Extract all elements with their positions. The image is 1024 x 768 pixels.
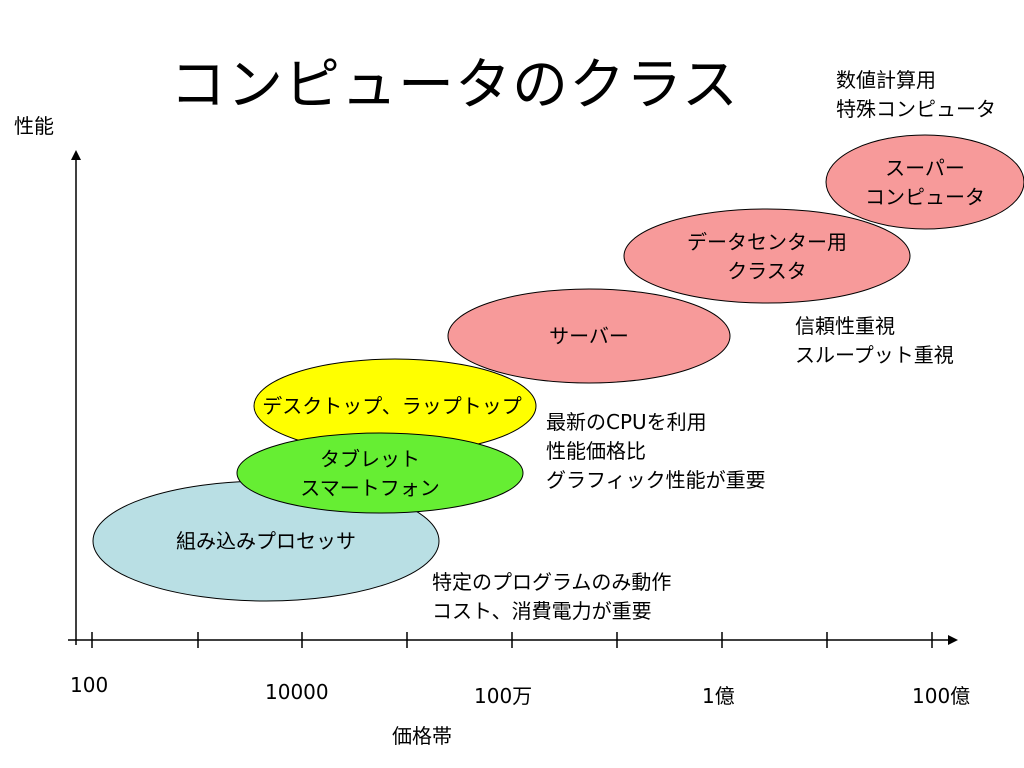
x-tick-label: 100万 (474, 684, 533, 708)
note-embedded: 特定のプログラムのみ動作 コスト、消費電力が重要 (432, 570, 672, 623)
x-axis-arrow (948, 635, 958, 645)
tablet-label-1: タブレット (320, 447, 420, 471)
x-axis-ticks (91, 632, 933, 648)
cluster-shape (623, 208, 911, 304)
x-tick-label: 100 (70, 673, 109, 697)
cluster-label-2: クラスタ (727, 259, 807, 283)
y-axis-arrow (71, 150, 81, 160)
note-desktop: 最新のCPUを利用 性能価格比 グラフィック性能が重要 (546, 410, 766, 492)
page-title: コンピュータのクラス (170, 53, 739, 118)
ellipse-tablet: タブレット スマートフォン (236, 432, 524, 514)
ellipse-server: サーバー (447, 288, 731, 384)
super-shape (825, 134, 1024, 230)
x-tick-label: 10000 (265, 680, 329, 704)
desktop-label: デスクトップ、ラップトップ (262, 394, 521, 418)
server-shape (447, 288, 731, 384)
y-axis-label: 性能 (14, 114, 54, 138)
x-tick-label: 1億 (702, 684, 735, 708)
tablet-shape (236, 432, 524, 514)
embedded-label: 組み込みプロセッサ (176, 529, 356, 553)
note-supercomputer: 数値計算用 特殊コンピュータ (836, 68, 996, 121)
cluster-label-1: データセンター用 (687, 230, 847, 254)
tablet-label-2: スマートフォン (300, 476, 439, 500)
x-tick-label: 100億 (912, 684, 971, 708)
note-server: 信頼性重視 スループット重視 (795, 314, 954, 367)
ellipse-cluster: データセンター用 クラスタ (623, 208, 911, 304)
super-label-1: スーパー (885, 156, 965, 180)
super-label-2: コンピュータ (865, 185, 985, 209)
ellipse-desktop: デスクトップ、ラップトップ (253, 358, 537, 454)
server-label: サーバー (549, 324, 629, 348)
x-axis-label: 価格帯 (392, 724, 452, 748)
ellipse-supercomputer: スーパー コンピュータ (825, 134, 1024, 230)
